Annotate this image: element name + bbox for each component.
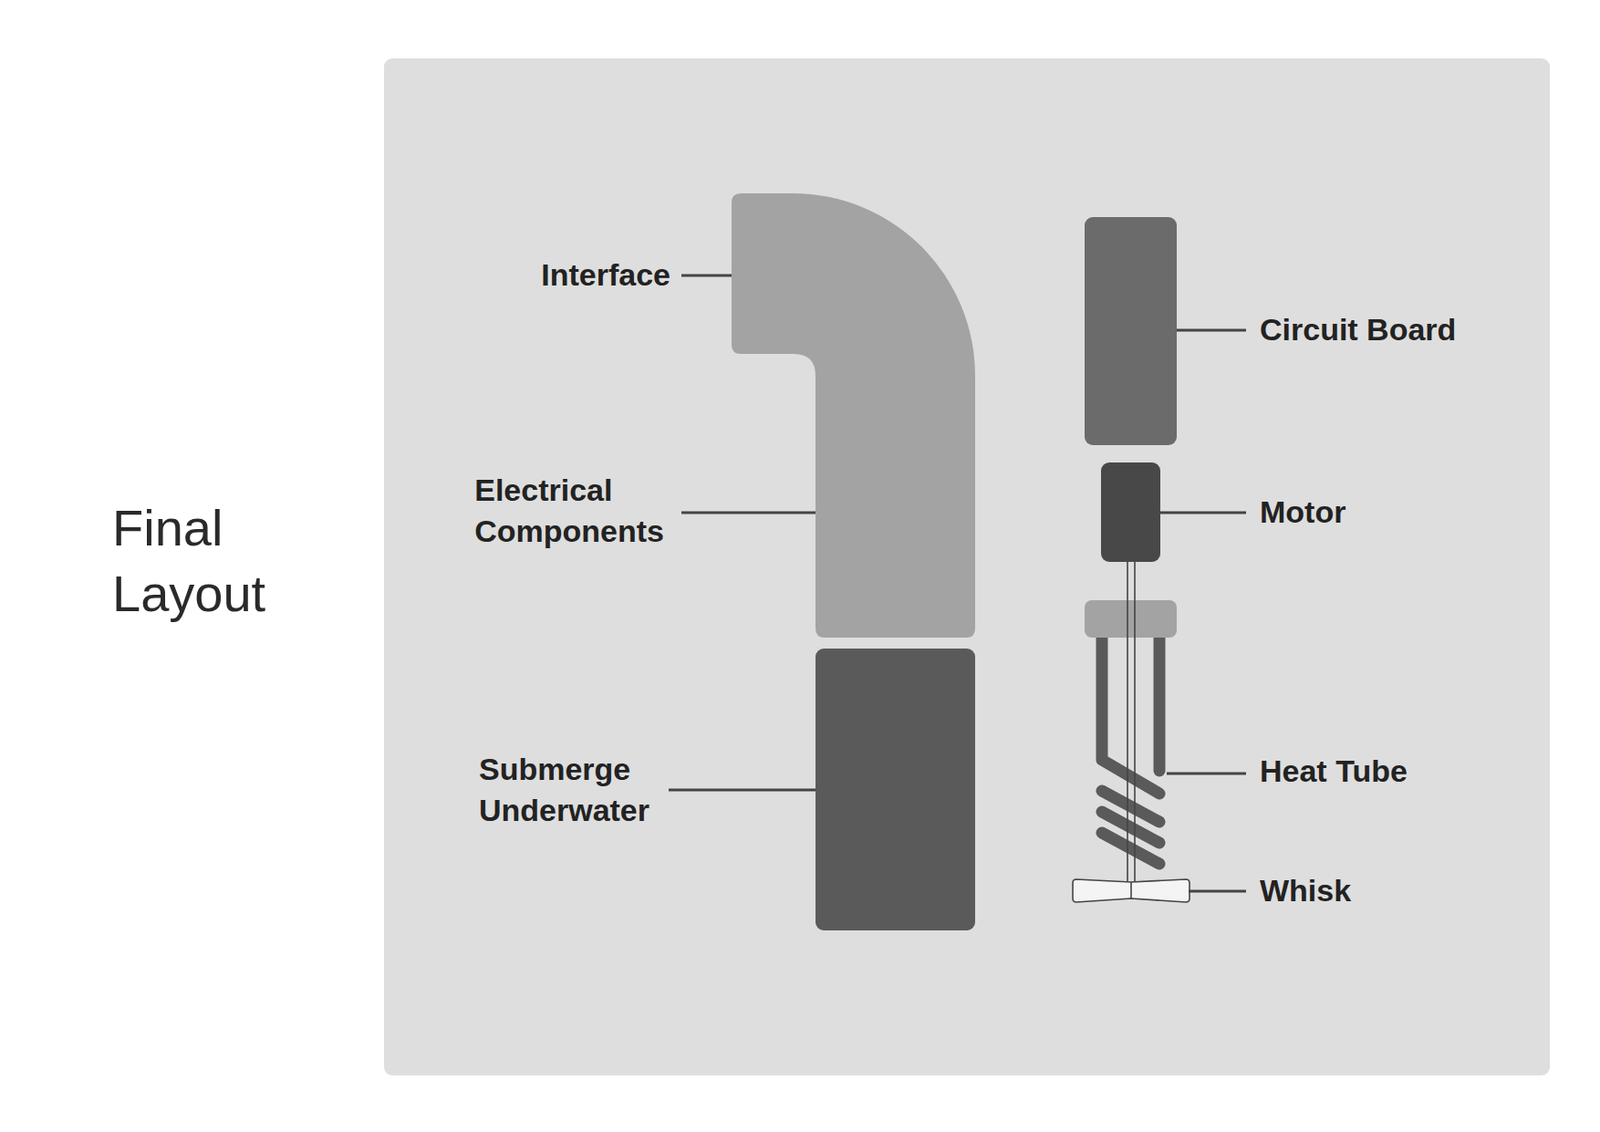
housing-submerged <box>815 648 976 931</box>
heat-tube-coils <box>1101 790 1160 864</box>
shaft <box>1127 561 1135 882</box>
whisk-hub <box>1130 882 1133 899</box>
leader-line <box>1188 890 1247 894</box>
part-label: Electrical Components <box>474 469 665 552</box>
leader-line <box>681 511 816 515</box>
whisk <box>1072 879 1190 903</box>
title: Final Layout <box>112 495 266 626</box>
leader-line <box>1166 772 1247 776</box>
housing-upper <box>731 193 976 638</box>
shaft-line <box>1126 561 1129 882</box>
part-label: Motor <box>1259 491 1346 533</box>
tube-cap <box>1084 600 1177 638</box>
heat-tube-leg <box>1101 637 1160 794</box>
leader-line <box>1160 511 1247 515</box>
part-label: Heat Tube <box>1259 750 1408 792</box>
part-label: Submerge Underwater <box>478 748 650 832</box>
circuit-board <box>1084 217 1177 446</box>
leader-line <box>668 789 816 792</box>
coil-winding <box>1101 832 1160 864</box>
part-label: Circuit Board <box>1259 309 1456 351</box>
leader-lines <box>668 275 1247 892</box>
heat-tube-leg <box>1153 637 1166 771</box>
leader-line <box>681 274 732 278</box>
leader-line <box>1176 329 1247 333</box>
part-label: Whisk <box>1259 870 1351 912</box>
panel <box>384 58 1550 1076</box>
part-label: Interface <box>540 254 671 296</box>
heat-tube <box>1101 637 1160 864</box>
shaft-line <box>1133 561 1136 882</box>
motor <box>1101 462 1161 562</box>
